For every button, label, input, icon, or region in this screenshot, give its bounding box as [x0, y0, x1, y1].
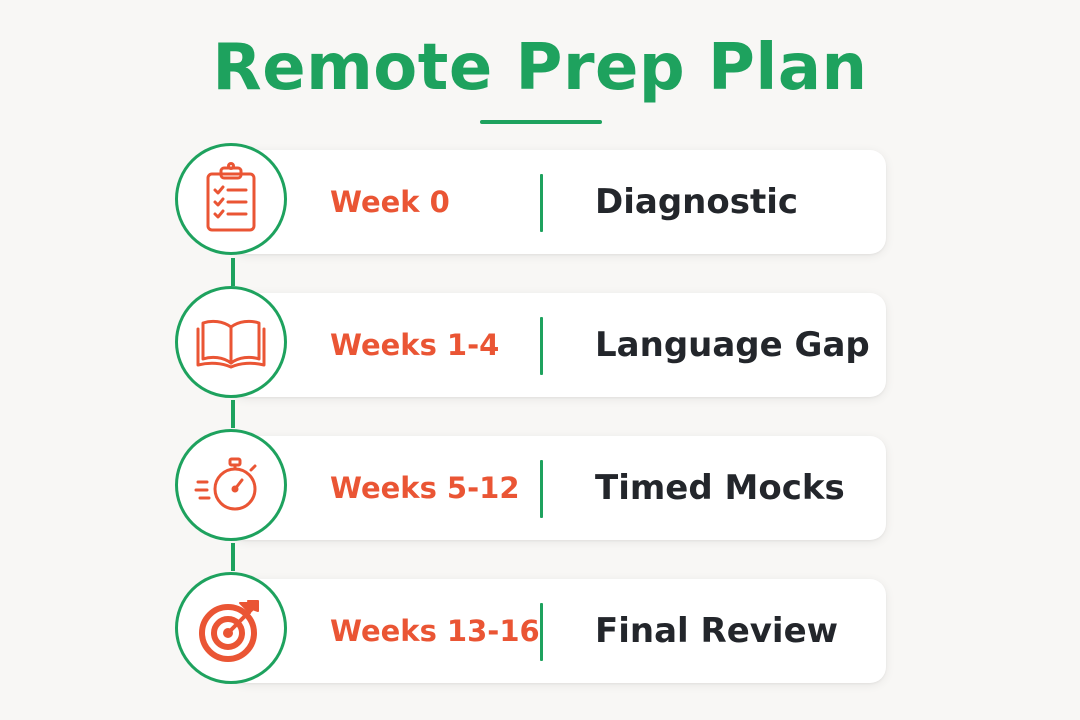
- step-divider: [540, 317, 543, 375]
- step-divider: [540, 174, 543, 232]
- step-card-timed-mocks: Weeks 5-12 Timed Mocks: [230, 436, 886, 540]
- step-card-final-review: Weeks 13-16 Final Review: [230, 579, 886, 683]
- step-icon-circle: [175, 143, 287, 255]
- step-when: Week 0: [330, 185, 450, 219]
- step-icon-circle: [175, 286, 287, 398]
- timeline-connector: [231, 258, 235, 286]
- step-divider: [540, 460, 543, 518]
- open-book-icon: [196, 319, 266, 369]
- step-label: Final Review: [595, 611, 839, 651]
- target-arrow-icon: [199, 600, 259, 662]
- step-icon-circle: [175, 429, 287, 541]
- step-when: Weeks 13-16: [330, 614, 540, 648]
- stopwatch-icon: [194, 457, 257, 511]
- step-label: Diagnostic: [595, 182, 799, 222]
- title-underline: [480, 120, 602, 124]
- timeline-connector: [231, 543, 235, 571]
- clipboard-checklist-icon: [206, 162, 256, 232]
- step-card-language-gap: Weeks 1-4 Language Gap: [230, 293, 886, 397]
- step-icon-circle: [175, 572, 287, 684]
- step-when: Weeks 1-4: [330, 328, 500, 362]
- step-label: Timed Mocks: [595, 468, 845, 508]
- timeline-connector: [231, 400, 235, 428]
- page-title: Remote Prep Plan: [212, 31, 868, 105]
- step-divider: [540, 603, 543, 661]
- step-when: Weeks 5-12: [330, 471, 520, 505]
- step-card-diagnostic: Week 0 Diagnostic: [230, 150, 886, 254]
- step-label: Language Gap: [595, 325, 870, 365]
